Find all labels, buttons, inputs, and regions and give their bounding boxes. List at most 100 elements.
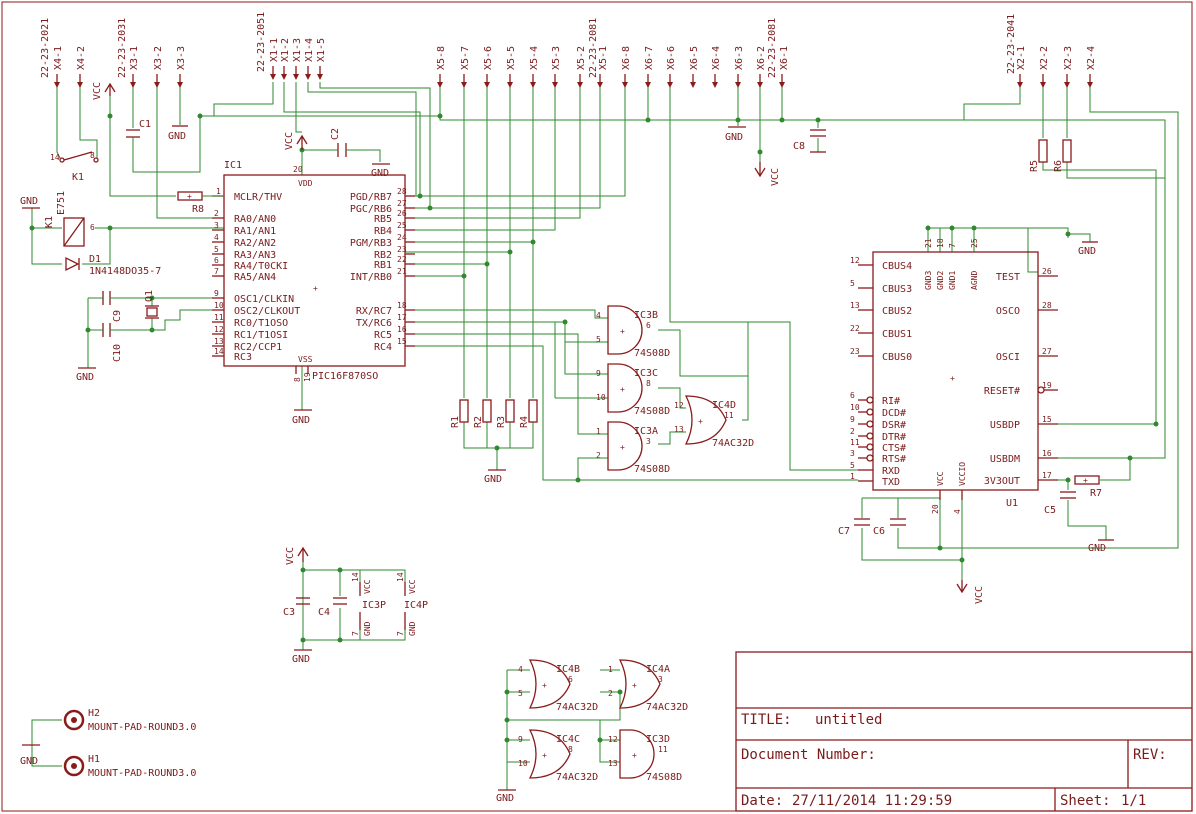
- capacitor-c9[interactable]: C9: [100, 291, 123, 322]
- crystal-q1[interactable]: Q1: [144, 290, 159, 319]
- c3-label: C3: [283, 607, 295, 618]
- capacitor-c1[interactable]: C1: [126, 119, 151, 140]
- capacitor-c10[interactable]: C10: [100, 323, 123, 362]
- ic1-pin-number: 13: [214, 337, 224, 346]
- ic1-pic16f870[interactable]: IC1 PIC16F870SO VDD VSS 20 8 19 + MCLR/T…: [212, 160, 415, 382]
- resistor-r2[interactable]: R2: [473, 399, 492, 428]
- vcc-label: VCC: [92, 82, 103, 100]
- u1-pin-inversion: [866, 443, 874, 451]
- capacitor-c2[interactable]: C2: [330, 128, 350, 157]
- capacitor-c4[interactable]: C4: [318, 597, 347, 618]
- u1-right-pins: 26TEST28OSCO27OSCI19RESET#15USBDP16USBDM…: [984, 267, 1058, 487]
- h1-value: MOUNT-PAD-ROUND3.0: [88, 768, 196, 779]
- c4-label: C4: [318, 607, 330, 618]
- relay-k1-coil[interactable]: K1 E751 6: [44, 191, 95, 247]
- gate-type: 74AC32D: [646, 702, 688, 713]
- connector-pin-label: X1-1: [269, 38, 280, 62]
- u1-pin-label: OSCI: [996, 352, 1020, 363]
- logic-gates: +IC3B74S08D456+IC3C74S08D9108+IC3A74S08D…: [518, 305, 754, 783]
- u1-pin-label: RXD: [882, 466, 900, 477]
- relay-k1-contact[interactable]: 14 8 K1: [50, 151, 99, 183]
- gate-pin-number: 2: [596, 451, 601, 460]
- resistor-r1[interactable]: R1: [450, 399, 469, 428]
- u1-pin-label: CBUS0: [882, 352, 912, 363]
- power-part-ic3p[interactable]: 14 VCC IC3P 7 GND: [351, 572, 386, 636]
- u1-pin-inversion: [866, 396, 874, 404]
- gnd-label: GND: [725, 132, 743, 143]
- ic1-pin-number: 12: [214, 325, 224, 334]
- capacitor-c3[interactable]: C3: [283, 597, 310, 618]
- diode-d1[interactable]: D1 1N4148DO35-7: [65, 254, 161, 277]
- resistor-r6[interactable]: R6: [1053, 139, 1072, 172]
- resistor-r3[interactable]: R3: [496, 399, 515, 428]
- ic4p-pin7: 7: [396, 631, 405, 636]
- u1-pin-label: OSCO: [996, 306, 1020, 317]
- u1-pin-inversion: [866, 432, 874, 440]
- c5-label: C5: [1044, 505, 1056, 516]
- ic1-pin-number: 2: [214, 209, 219, 218]
- resistor-r5[interactable]: R5: [1029, 139, 1048, 172]
- connector-pin-label: X5-5: [506, 46, 517, 70]
- ic1-pin-number: 5: [214, 245, 219, 254]
- gate-body: [619, 729, 655, 779]
- connector-pin-label: X5-1: [598, 46, 609, 70]
- u1-ft232[interactable]: U1 + 12CBUS45CBUS313CBUS222CBUS123CBUS06…: [850, 238, 1058, 514]
- u1-pin-number: 18: [936, 238, 945, 248]
- gate-pin-number: 9: [518, 735, 523, 744]
- connector-x4: 22-23-2021 X4-1 X4-2: [40, 18, 87, 78]
- ic4p-vcc: VCC: [408, 579, 417, 594]
- r3-label: R3: [496, 416, 507, 428]
- gate-origin: +: [698, 417, 703, 426]
- ic1-pin-number: 25: [397, 221, 407, 230]
- gate-pin-number: 11: [724, 411, 734, 420]
- capacitor-c8[interactable]: C8: [793, 129, 826, 152]
- power-symbols: VCC VCC VCC VCC VCC GND GND GND GND GND …: [20, 82, 1114, 804]
- q1-label: Q1: [144, 290, 155, 302]
- resistor-r8[interactable]: + R8 1: [177, 187, 224, 215]
- mount-pad-h1[interactable]: H1 MOUNT-PAD-ROUND3.0: [63, 754, 196, 779]
- resistor-r7[interactable]: + R7: [1074, 475, 1102, 499]
- u1-pin-inversion: [866, 420, 874, 428]
- c2-label: C2: [330, 128, 341, 140]
- u1-pin-number: 13: [850, 301, 860, 310]
- u1-origin: +: [950, 374, 955, 383]
- vcc-label: VCC: [285, 547, 296, 565]
- capacitor-c5[interactable]: C5: [1044, 491, 1076, 516]
- mount-pad-h2[interactable]: H2 MOUNT-PAD-ROUND3.0: [63, 708, 196, 733]
- gate-pin-number: 10: [518, 759, 528, 768]
- u1-pin-number: 10: [850, 403, 860, 412]
- gate-body: [607, 305, 643, 355]
- resistor-r4[interactable]: R4: [519, 399, 538, 428]
- u1-pin-number: 26: [1042, 267, 1052, 276]
- ic1-pin-number: 24: [397, 233, 407, 242]
- ic1-pin-number: 7: [214, 267, 219, 276]
- gate-origin: +: [632, 751, 637, 760]
- ic1-pin-number: 21: [397, 267, 407, 276]
- sheet-label: Sheet:: [1060, 793, 1111, 809]
- ic1-pin-label: PGM/RB3: [350, 238, 392, 249]
- r1-label: R1: [450, 416, 461, 428]
- title-label: TITLE:: [741, 712, 792, 728]
- connector-pin-label: X5-4: [529, 46, 540, 70]
- gnd-label: GND: [496, 793, 514, 804]
- ic1-pin-label: RC1/T1OSI: [234, 330, 288, 341]
- gate-name: IC4C: [556, 734, 580, 745]
- connector-pin-label: X1-2: [280, 38, 291, 62]
- capacitor-c7[interactable]: C7: [838, 518, 870, 537]
- u1-pin-label: USBDM: [990, 454, 1020, 465]
- power-part-ic4p[interactable]: 14 VCC IC4P 7 GND: [396, 572, 428, 636]
- ic1-pin-label: OSC1/CLKIN: [234, 294, 294, 305]
- ic1-vss: VSS: [298, 355, 313, 364]
- gate-origin: +: [542, 751, 547, 760]
- gate-pin-number: 8: [646, 379, 651, 388]
- k1-coil-label: K1: [44, 216, 55, 228]
- capacitor-c6[interactable]: C6: [873, 518, 906, 537]
